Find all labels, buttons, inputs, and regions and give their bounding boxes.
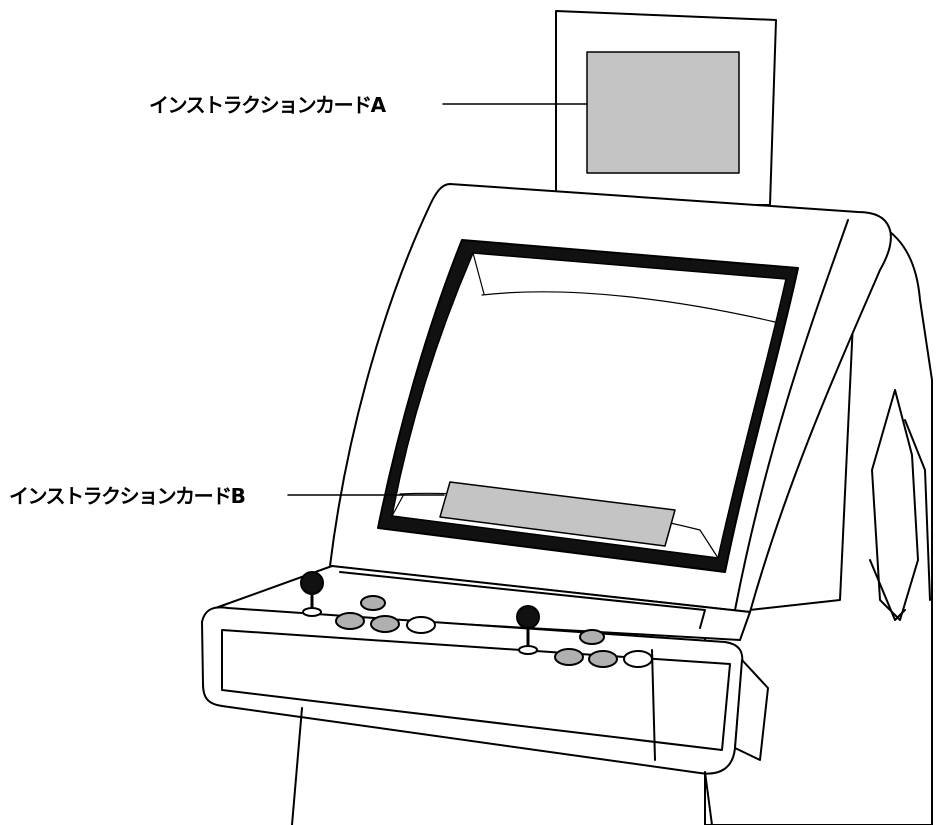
screen-curve-top: [481, 291, 776, 323]
p1-button-top: [360, 595, 386, 611]
p1-button-2: [370, 615, 400, 633]
p1-button-3: [406, 616, 436, 634]
instruction-card-a: [586, 51, 740, 174]
p2-button-3: [623, 650, 653, 668]
cabinet-side-shade: [871, 389, 919, 621]
control-panel-top: [209, 565, 751, 641]
marquee-panel: [555, 10, 777, 206]
p2-button-top: [579, 629, 605, 645]
cabinet-pedestal-left: [291, 707, 303, 825]
control-panel-side-cap: [734, 659, 769, 761]
cabinet-side-edge-2: [869, 559, 906, 621]
control-panel-side-cap-line: [651, 649, 656, 761]
screen-corner-line: [472, 252, 485, 295]
screen-curve-bottom-left: [391, 493, 405, 517]
p1-button-1: [335, 612, 365, 630]
cabinet-side-edge: [904, 419, 931, 601]
instruction-card-b: [439, 481, 676, 547]
p2-button-2: [588, 650, 618, 668]
p2-button-1: [554, 648, 584, 666]
player1-joystick: [300, 571, 324, 617]
instruction-card-a-label: インストラクションカードA: [149, 93, 386, 117]
control-panel-recess: [339, 571, 706, 629]
instruction-card-b-label: インストラクションカードB: [9, 484, 246, 508]
hood-inner-edge: [734, 219, 849, 611]
player2-joystick: [516, 605, 540, 655]
cabinet-pedestal-right: [704, 771, 713, 825]
